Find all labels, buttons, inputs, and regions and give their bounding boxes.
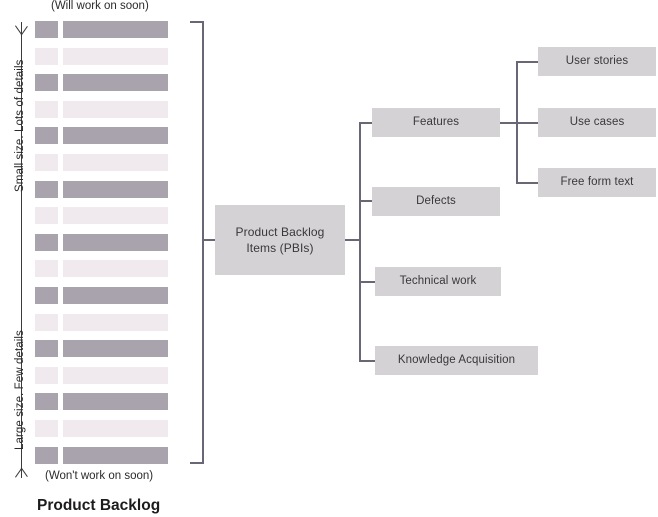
- axis-label-small-size: Small size. Lots of details: [14, 59, 26, 192]
- node-user-stories[interactable]: User stories: [538, 47, 656, 76]
- backlog-item-bar: [63, 74, 168, 92]
- node-label-line2: Items (PBIs): [246, 241, 314, 255]
- node-label-line1: Product Backlog: [235, 225, 325, 239]
- node-knowledge-acquisition[interactable]: Knowledge Acquisition: [375, 346, 538, 375]
- backlog-item-tag: [35, 313, 58, 331]
- backlog-item-tag: [35, 207, 58, 225]
- node-label: Defects: [416, 195, 456, 207]
- node-free-form-text[interactable]: Free form text: [538, 168, 656, 197]
- backlog-item-tag: [35, 366, 58, 384]
- backlog-item-bar: [63, 393, 168, 411]
- node-defects[interactable]: Defects: [372, 187, 500, 216]
- backlog-item-tag: [35, 180, 58, 198]
- backlog-item-bar: [63, 313, 168, 331]
- node-label: Knowledge Acquisition: [397, 354, 516, 366]
- backlog-item-tag: [35, 260, 58, 278]
- backlog-item-bar: [63, 260, 168, 278]
- node-features[interactable]: Features: [372, 108, 500, 137]
- axis-label-large-size: Large size. Few details: [14, 330, 26, 450]
- backlog-item-tag: [35, 74, 58, 92]
- backlog-item-bar: [63, 287, 168, 304]
- backlog-item-tag: [35, 21, 58, 38]
- backlog-item-bar: [63, 233, 168, 251]
- backlog-item-tag: [35, 393, 58, 411]
- backlog-item-bar: [63, 127, 168, 145]
- backlog-item-tag: [35, 287, 58, 304]
- figure-title: Product Backlog: [37, 497, 161, 514]
- backlog-item-bar: [63, 21, 168, 38]
- backlog-item-tag: [35, 47, 58, 65]
- backlog-item-bar: [63, 47, 168, 65]
- node-use-cases[interactable]: Use cases: [538, 108, 656, 137]
- backlog-item-bar: [63, 366, 168, 384]
- backlog-item-tag: [35, 446, 58, 464]
- bottom-caption: (Won't work on soon): [45, 470, 154, 482]
- node-label: Technical work: [399, 275, 477, 287]
- node-label: User stories: [565, 55, 629, 67]
- backlog-item-bar: [63, 154, 168, 171]
- backlog-item-tag: [35, 340, 58, 358]
- backlog-item-bar: [63, 446, 168, 464]
- node-label: Use cases: [569, 116, 625, 128]
- node-product-backlog-items[interactable]: Product Backlog Items (PBIs): [215, 205, 345, 275]
- backlog-item-bar: [63, 180, 168, 198]
- top-caption: (Will work on soon): [51, 0, 149, 12]
- backlog-item-tag: [35, 100, 58, 118]
- backlog-item-bar: [63, 420, 168, 437]
- node-technical-work[interactable]: Technical work: [375, 267, 501, 296]
- backlog-item-tag: [35, 127, 58, 145]
- backlog-item-bar: [63, 207, 168, 225]
- backlog-item-tag: [35, 154, 58, 171]
- backlog-item-tag: [35, 420, 58, 437]
- backlog-item-bar: [63, 340, 168, 358]
- node-label: Features: [412, 116, 460, 128]
- node-label: Free form text: [560, 176, 634, 188]
- backlog-item-bar: [63, 100, 168, 118]
- backlog-item-tag: [35, 233, 58, 251]
